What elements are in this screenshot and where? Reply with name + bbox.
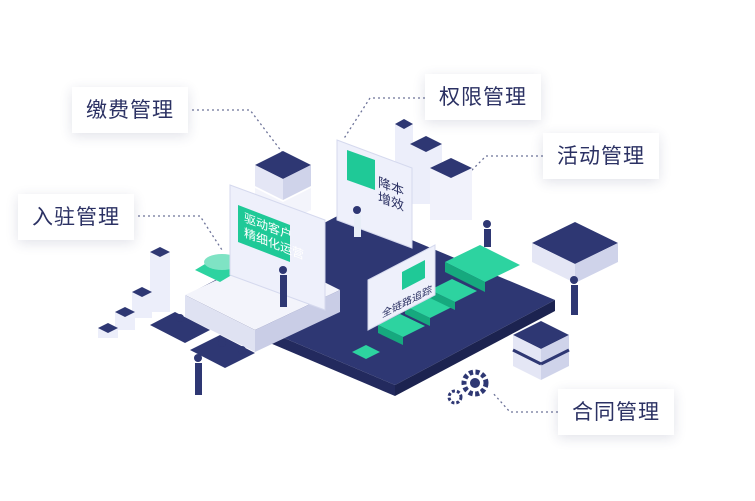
pillars-permission bbox=[395, 119, 472, 220]
server-stack-contract bbox=[512, 321, 570, 380]
screen-left bbox=[229, 184, 326, 311]
right-block bbox=[532, 222, 618, 283]
label-payment-management[interactable]: 缴费管理 bbox=[72, 87, 188, 133]
people-figures bbox=[176, 206, 578, 395]
screen-right bbox=[367, 244, 436, 331]
label-permission-management[interactable]: 权限管理 bbox=[425, 74, 541, 120]
label-onboarding-management[interactable]: 入驻管理 bbox=[18, 194, 134, 240]
stair-blocks bbox=[98, 247, 255, 368]
gear-icon bbox=[447, 369, 489, 405]
label-contract-management[interactable]: 合同管理 bbox=[558, 389, 674, 435]
label-activity-management[interactable]: 活动管理 bbox=[543, 133, 659, 179]
connector-lines bbox=[138, 97, 558, 413]
